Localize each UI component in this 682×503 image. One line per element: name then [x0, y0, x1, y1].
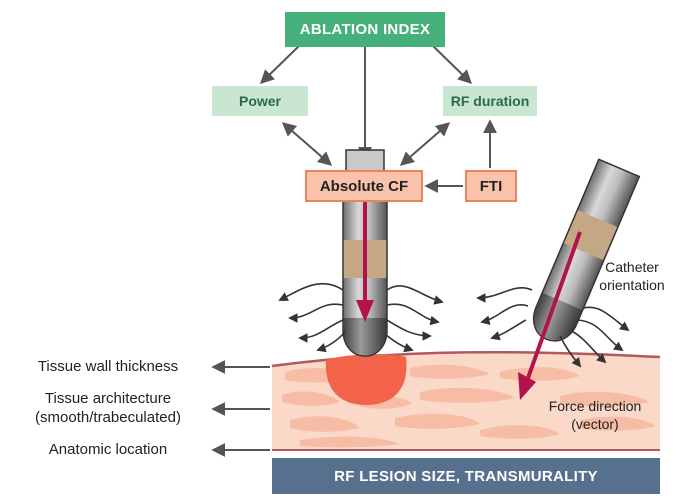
catheter-orientation-line-2: orientation	[599, 277, 665, 293]
arrow-index-to-power	[259, 44, 301, 84]
rf-lesion-size-bar: RF LESION SIZE, TRANSMURALITY	[272, 458, 660, 494]
tissue-architecture-line-1: Tissue architecture	[44, 390, 172, 407]
force-direction-line-2: (vector)	[571, 416, 619, 432]
factor-arrows	[211, 360, 270, 457]
catheter-angled	[532, 158, 641, 342]
catheter-orientation-line-1: Catheter	[605, 259, 659, 275]
arrow-rf-cf	[399, 122, 451, 166]
tissue-wall	[271, 350, 661, 451]
anatomic-location-label: Anatomic location	[48, 441, 168, 458]
fti-label: FTI	[479, 177, 503, 195]
ablation-index-title: ABLATION INDEX	[299, 21, 431, 38]
force-vector-head	[518, 372, 536, 400]
force-direction-line-1: Force direction	[548, 398, 642, 414]
tissue-architecture-line-2: (smooth/trabeculated)	[35, 409, 181, 426]
fti-box: FTI	[465, 170, 517, 202]
rf-duration-box: RF duration	[443, 86, 537, 116]
power-label: Power	[238, 93, 281, 109]
rf-duration-label: RF duration	[450, 93, 530, 109]
ablation-index-box: ABLATION INDEX	[285, 12, 445, 47]
catheter-perpendicular	[342, 149, 388, 357]
arrow-index-to-rf	[431, 44, 473, 84]
rf-lesion-size-label: RF LESION SIZE, TRANSMURALITY	[334, 467, 598, 485]
flow-arrows	[259, 44, 497, 193]
absolute-cf-label: Absolute CF	[319, 177, 409, 195]
tissue-wall-thickness-label: Tissue wall thickness	[37, 358, 179, 375]
force-vector-line	[526, 231, 582, 379]
force-direction-label: Force direction (vector)	[535, 397, 655, 433]
rf-lesion	[325, 354, 407, 405]
absolute-cf-box: Absolute CF	[305, 170, 423, 202]
arrow-power-cf	[281, 122, 333, 166]
catheter-orientation-label: Catheter orientation	[582, 258, 682, 294]
tissue-architecture-label: Tissue architecture (smooth/trabeculated…	[8, 389, 208, 427]
irrigation-flow-left	[278, 282, 444, 353]
power-box: Power	[212, 86, 308, 116]
irrigation-flow-right	[476, 287, 630, 368]
